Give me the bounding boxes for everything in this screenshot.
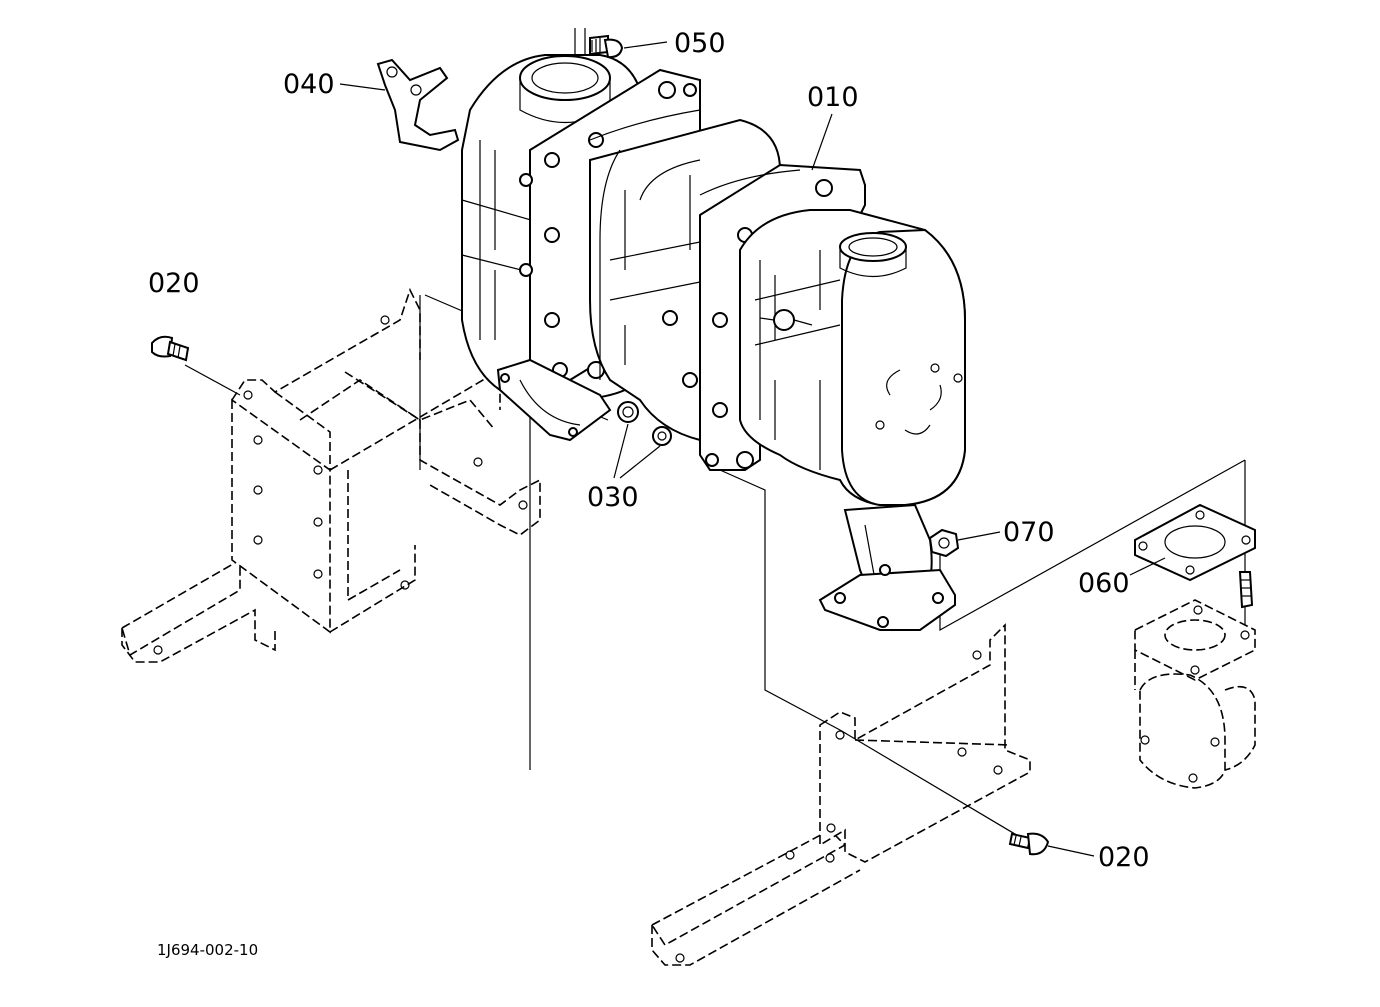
part-070-nut: [928, 528, 960, 558]
callout-020-right: 020: [1098, 842, 1150, 873]
callout-070: 070: [1003, 517, 1055, 548]
part-050-bolt: [589, 34, 624, 59]
part-020-bolt-left: [151, 335, 190, 362]
part-040-bracket: [376, 58, 460, 152]
dpf-assembly: [461, 54, 966, 631]
callout-060: 060: [1078, 568, 1130, 599]
callout-030: 030: [587, 482, 639, 513]
callout-020-left: 020: [148, 268, 200, 299]
callout-050: 050: [674, 28, 726, 59]
part-060-gasket: [1134, 503, 1256, 582]
callout-leader-lines: [339, 41, 1166, 857]
stud-bolt: [1238, 571, 1254, 609]
callout-040: 040: [283, 69, 335, 100]
right-mounting-bracket: [650, 623, 1031, 966]
part-020-bolt-right: [1008, 832, 1050, 856]
part-030-nuts: [617, 401, 672, 446]
left-mounting-bracket: [121, 287, 541, 663]
drawing-id: 1J694-002-10: [157, 941, 258, 959]
callout-010: 010: [807, 82, 859, 113]
exhaust-manifold: [1134, 599, 1256, 789]
